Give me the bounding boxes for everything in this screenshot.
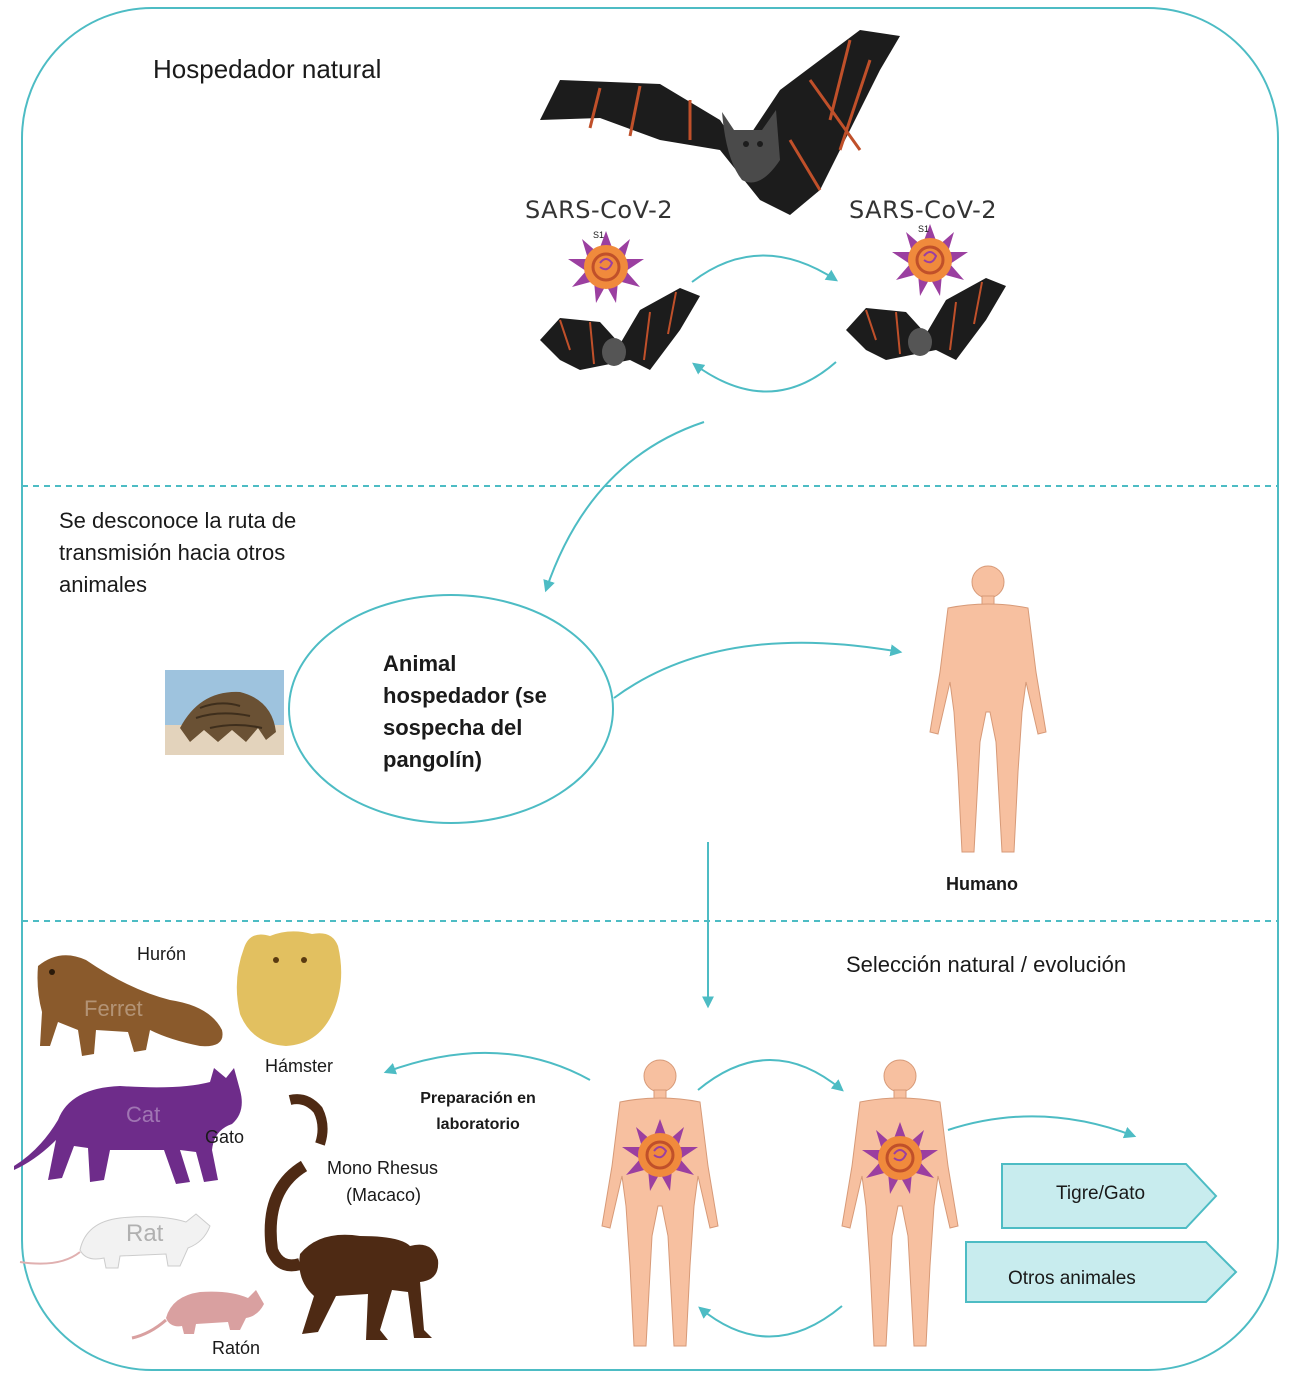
virus-label-right: SARS-CoV-2 [849, 196, 997, 224]
virus-icon-right [892, 224, 968, 296]
natural-selection-label: Selección natural / evolución [846, 952, 1126, 978]
mouse-label: Ratón [212, 1338, 260, 1359]
rat-image-text: Rat [126, 1220, 163, 1248]
hamster-illustration [237, 931, 341, 1046]
pangolin-photo [165, 670, 284, 755]
spike-label-right: S1 [918, 224, 929, 234]
rhesus-sublabel: (Macaco) [346, 1185, 421, 1206]
rhesus-label: Mono Rhesus [327, 1158, 438, 1179]
human-cycle-arrow-bottom [700, 1306, 842, 1337]
lab-arrow [386, 1053, 590, 1080]
virus-label-left: SARS-CoV-2 [525, 196, 673, 224]
host-to-human-arrow [614, 643, 900, 698]
infected-human-right-illustration [842, 1060, 958, 1346]
tag-tigre-gato-label: Tigre/Gato [1056, 1183, 1145, 1205]
section-title-natural-host: Hospedador natural [153, 54, 381, 85]
large-bat-illustration [540, 30, 900, 215]
human-figure-illustration [930, 566, 1046, 852]
spillover-arrow [546, 422, 704, 590]
cat-image-text: Cat [126, 1102, 160, 1128]
rat-illustration [20, 1214, 210, 1268]
human-cycle-arrow-top [698, 1060, 842, 1090]
hamster-label: Hámster [265, 1056, 333, 1077]
mouse-illustration [132, 1290, 264, 1338]
lab-preparation-label: Preparación en laboratorio [408, 1086, 548, 1138]
cat-label: Gato [205, 1127, 244, 1148]
unknown-route-note: Se desconoce la ruta de transmisión haci… [59, 505, 299, 601]
to-other-animals-arrow [948, 1116, 1134, 1136]
tag-otros-animales-label: Otros animales [1008, 1268, 1136, 1290]
virus-icon-left [568, 231, 644, 303]
ferret-image-text: Ferret [84, 996, 143, 1022]
intermediate-host-label: Animal hospedador (se sospecha del pango… [383, 648, 558, 776]
human-label: Humano [946, 874, 1018, 895]
bat-cycle-arrow-bottom [694, 362, 836, 392]
bat-cycle-arrow-top [692, 255, 836, 282]
ferret-label: Hurón [137, 944, 186, 965]
spike-label-left: S1 [593, 230, 604, 240]
small-bat-left-illustration [540, 288, 700, 370]
small-bat-right-illustration [846, 278, 1006, 360]
infected-human-left-illustration [602, 1060, 718, 1346]
